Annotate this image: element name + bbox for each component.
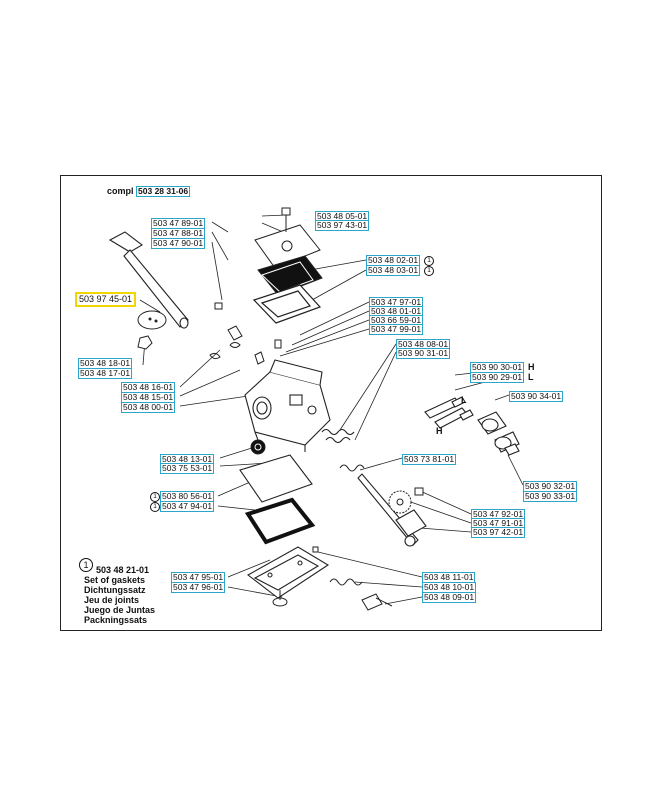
marker-h: H [528, 362, 535, 372]
part-label: 503 97 43-01 [315, 220, 370, 231]
circle-one-marker: 1 [79, 558, 93, 572]
pump-gasket [252, 284, 322, 324]
part-label: 503 48 17-01 [78, 368, 133, 379]
part-label: 503 48 09-01 [422, 592, 477, 603]
idle-screw [361, 593, 393, 611]
gasket-set-number: 503 48 21-01 [96, 565, 150, 575]
gasket-set-line-en: Set of gaskets [84, 575, 146, 585]
part-label: 503 75 53-01 [160, 463, 215, 474]
pump-diaphragm [257, 255, 323, 296]
circle-one-marker: 1 [150, 491, 160, 502]
compl-text: compl [107, 186, 134, 196]
part-label: 503 90 33-01 [523, 491, 578, 502]
metering-diaphragm [244, 497, 316, 545]
part-label: 503 48 03-01 [366, 265, 421, 276]
part-label-highlighted: 503 97 45-01 [75, 292, 137, 307]
compl-label: compl 503 28 31-06 [107, 186, 191, 197]
part-label: 503 47 96-01 [171, 582, 226, 593]
part-label: 503 90 34-01 [509, 391, 564, 402]
nut [137, 335, 153, 350]
marker-l-small: L [461, 395, 467, 405]
metering-gasket [239, 454, 313, 503]
adjusting-needles [424, 396, 474, 429]
gasket-set-line-es: Juego de Juntas [84, 605, 156, 615]
gasket-set-marker: 1 [424, 255, 435, 266]
metering-cover [247, 546, 330, 599]
part-label: 503 47 90-01 [151, 238, 206, 249]
limiter-caps [477, 411, 520, 456]
diagram-frame [60, 175, 602, 631]
adjustment-springs [321, 428, 365, 472]
gasket-set-marker: 1 [150, 501, 161, 512]
throttle-valve [137, 310, 167, 330]
gasket-set-line-fr: Jeu de joints [84, 595, 140, 605]
gasket-set-legend: 1 [79, 558, 94, 572]
inlet-screen [250, 439, 266, 455]
carburetor-body [244, 359, 331, 452]
part-label: 503 90 31-01 [396, 348, 451, 359]
pump-cover [254, 207, 321, 269]
gasket-set-marker: 1 [150, 491, 161, 502]
gasket-set-line-sv: Packningssats [84, 615, 148, 625]
part-label: 503 47 99-01 [369, 324, 424, 335]
circle-one-marker: 1 [424, 255, 434, 266]
part-label: 503 97 42-01 [471, 527, 526, 538]
cover-screw [272, 590, 288, 607]
part-label: 503 73 81-01 [402, 454, 457, 465]
gasket-set-line-de: Dichtungssatz [84, 585, 146, 595]
marker-l: L [528, 372, 534, 382]
throttle-shaft [108, 231, 189, 329]
part-label: 503 90 29-01 [470, 372, 525, 383]
idle-spring [329, 578, 363, 586]
lever-springs [209, 302, 243, 360]
part-label-compl: 503 28 31-06 [136, 186, 191, 197]
part-label: 503 48 00-01 [121, 402, 176, 413]
marker-h-small: H [436, 426, 443, 436]
circle-one-marker: 1 [424, 265, 434, 276]
gasket-set-marker: 1 [424, 265, 435, 276]
part-label: 503 47 94-01 [160, 501, 215, 512]
circle-one-marker: 1 [150, 501, 160, 512]
choke-shaft [357, 473, 427, 547]
